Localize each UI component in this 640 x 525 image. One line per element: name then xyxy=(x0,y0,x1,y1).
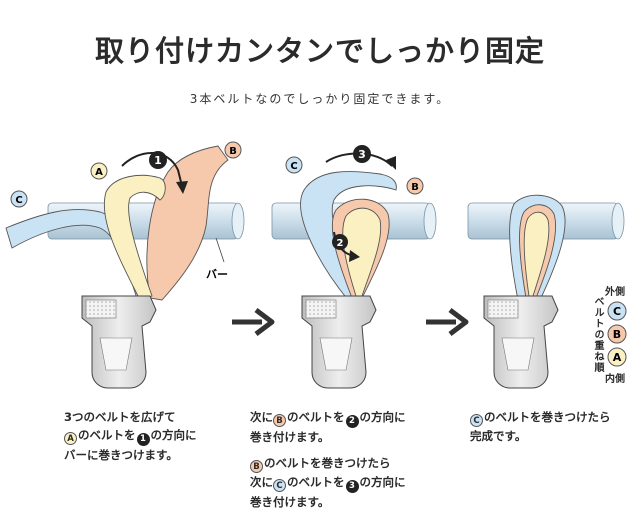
badge-a-1 xyxy=(90,162,108,180)
badge-a: A xyxy=(64,432,77,445)
badge-b: B xyxy=(250,460,263,473)
page-subtitle: 3本ベルトなのでしっかり固定できます。 xyxy=(189,92,451,106)
bar-label: バー xyxy=(206,268,228,281)
belt-a xyxy=(523,211,550,297)
legend-inner-label: 内側 xyxy=(605,374,625,385)
step1-num-circle xyxy=(149,151,167,169)
step2-num: 2 xyxy=(337,238,344,249)
step2-num-circle xyxy=(332,234,348,250)
caption-line: 巻き付けます。 xyxy=(250,430,330,444)
caption-line: 完成です。 xyxy=(470,429,527,443)
next-arrow-1 xyxy=(232,308,275,336)
step3-num: 3 xyxy=(358,148,366,161)
badge-b: B xyxy=(273,414,286,427)
svg-text:A: A xyxy=(95,167,103,178)
step1-figure: 1 A B C バー xyxy=(5,141,245,389)
svg-text:C: C xyxy=(290,161,297,172)
badge-b-1 xyxy=(224,141,242,159)
svg-text:C: C xyxy=(613,305,621,318)
badge-c-2 xyxy=(285,156,303,174)
svg-text:C: C xyxy=(15,195,22,206)
step3-figure xyxy=(467,194,625,389)
next-arrow-2 xyxy=(426,308,469,336)
step3-num-circle xyxy=(353,145,371,163)
legend-outer-label: 外側 xyxy=(605,287,625,298)
step1-num: 1 xyxy=(154,154,162,167)
caption-line: 巻き付けます。 xyxy=(250,495,330,509)
svg-text:B: B xyxy=(411,182,419,193)
svg-text:B: B xyxy=(229,146,237,157)
step-num: 1 xyxy=(136,433,150,446)
badge-b-2 xyxy=(406,177,424,195)
caption-line: バーに巻きつけます。 xyxy=(64,448,178,462)
badge-c-1 xyxy=(10,190,28,208)
legend-badge-a xyxy=(607,347,627,367)
order-legend: C B A xyxy=(607,301,627,367)
step-num: 2 xyxy=(345,415,359,428)
caption-line: 3つのベルトを広げて xyxy=(64,410,176,424)
legend-badge-c xyxy=(607,301,627,321)
badge-c: C xyxy=(273,479,286,492)
legend-title: ベルトの重ね順 xyxy=(592,296,603,373)
svg-text:A: A xyxy=(613,351,622,364)
step-num: 3 xyxy=(345,480,359,493)
page-title: 取り付けカンタンでしっかり固定 xyxy=(94,34,545,68)
svg-text:B: B xyxy=(613,328,621,341)
belt-a xyxy=(103,174,166,301)
step2-figure: 3 2 C B xyxy=(271,145,437,389)
legend-badge-b xyxy=(607,324,627,344)
belt-b xyxy=(146,145,229,301)
badge-c: C xyxy=(470,414,483,427)
